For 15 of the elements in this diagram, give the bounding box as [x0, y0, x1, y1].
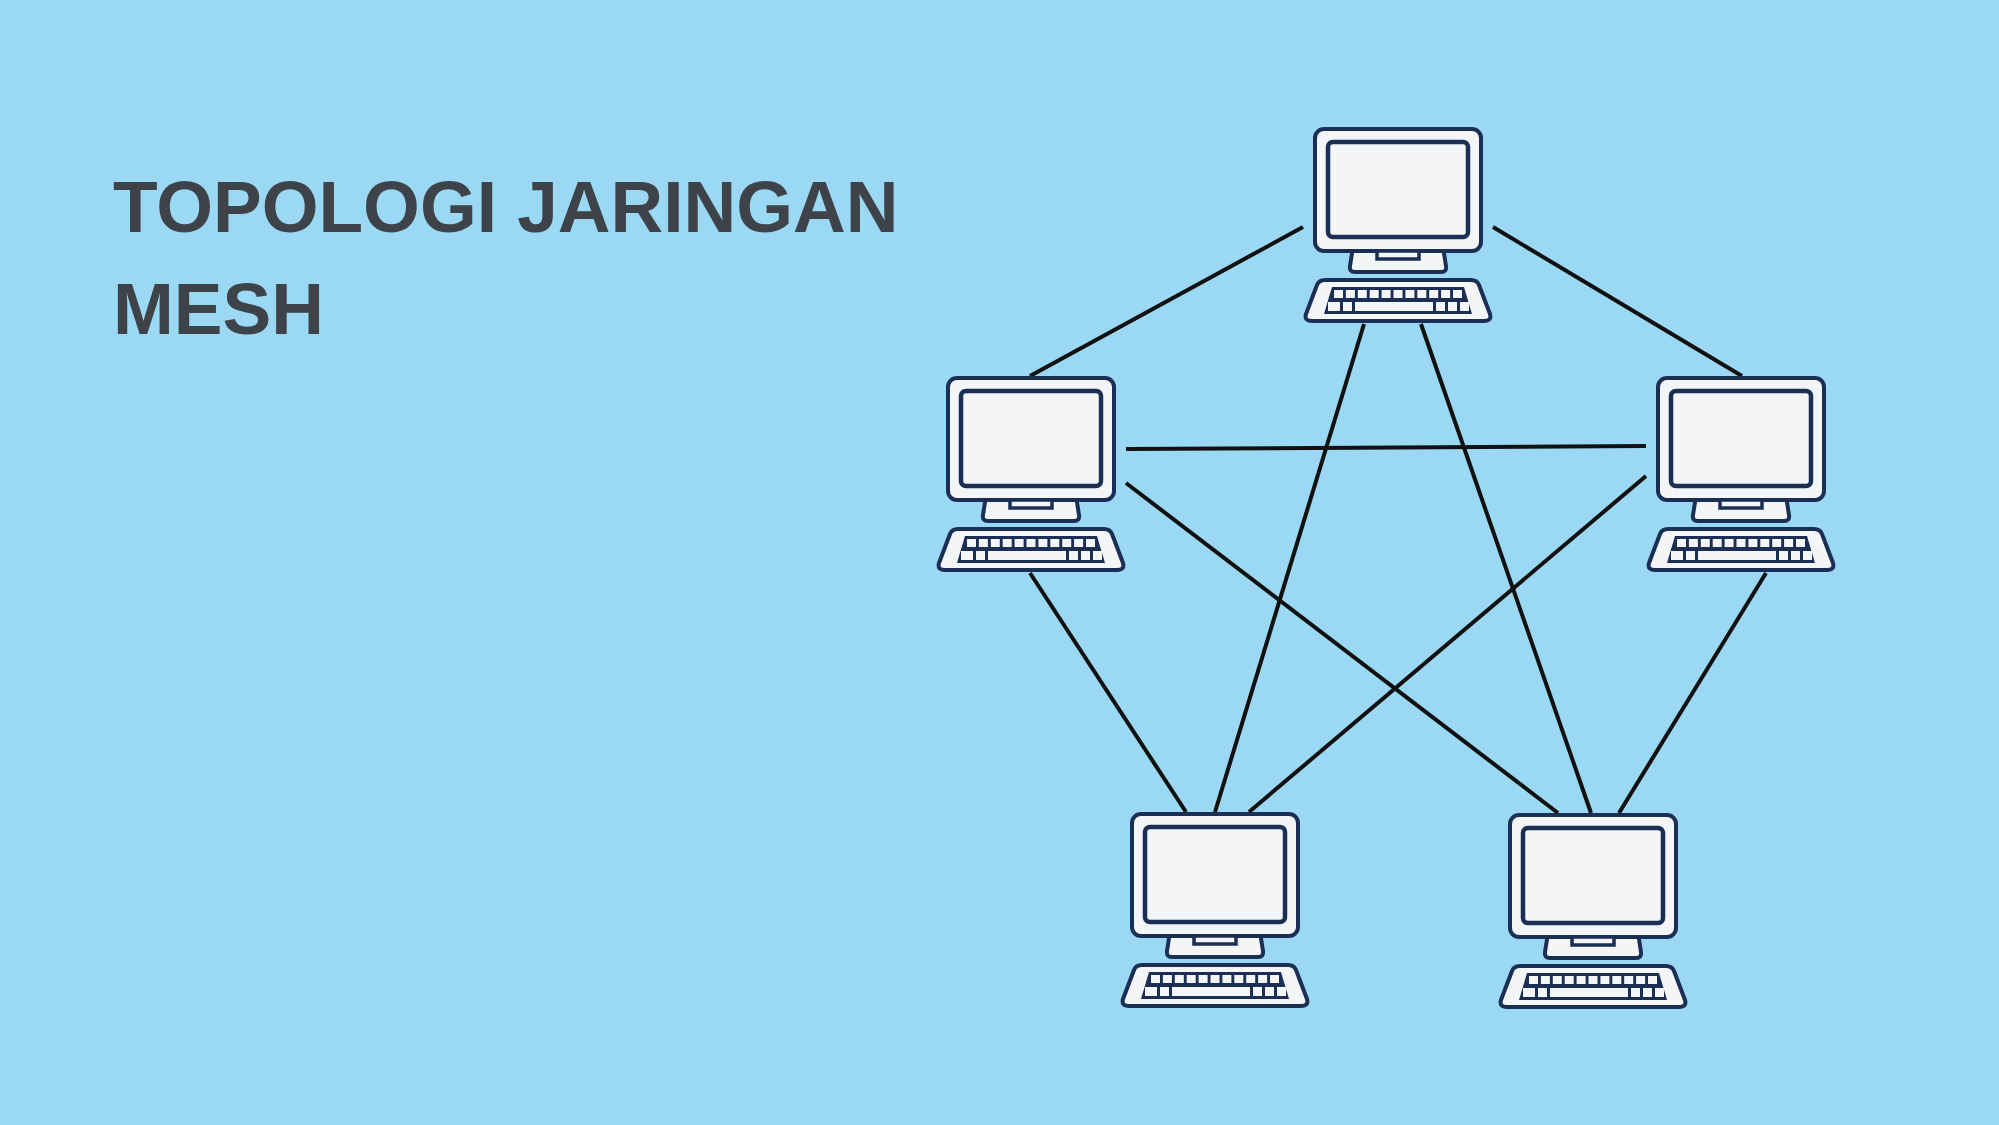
connection-line: [1124, 481, 1560, 815]
computer-icon: [1498, 813, 1688, 1010]
connection-line: [1213, 323, 1366, 813]
diagram-title: TOPOLOGI JARINGAN MESH: [113, 165, 900, 351]
connection-line: [1419, 323, 1593, 814]
computer-icon: [1120, 812, 1310, 1009]
connection-line: [1126, 444, 1646, 451]
computer-icon: [936, 376, 1126, 573]
computer-icon: [1646, 376, 1836, 573]
connection-line: [1028, 571, 1188, 814]
connection-line: [1491, 225, 1744, 378]
computer-icon: [1303, 127, 1493, 324]
connection-line: [1029, 225, 1304, 378]
connection-line: [1247, 474, 1648, 814]
connection-line: [1617, 571, 1768, 815]
